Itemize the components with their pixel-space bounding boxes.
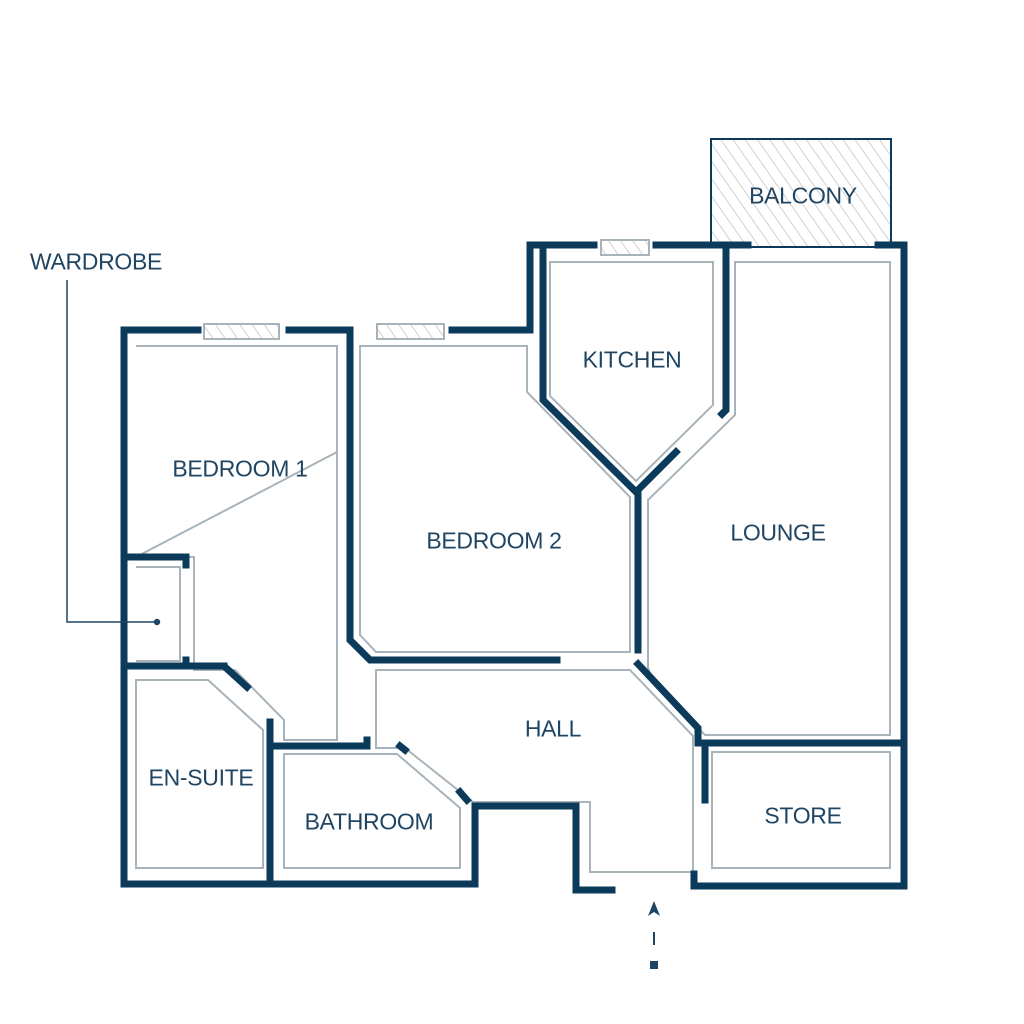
window-bedroom2 xyxy=(376,323,445,340)
label-bedroom2: BEDROOM 2 xyxy=(426,527,562,554)
balcony xyxy=(710,138,892,248)
label-ensuite: EN-SUITE xyxy=(148,764,254,791)
bedroom2-outline xyxy=(359,345,631,653)
label-wardrobe: WARDROBE xyxy=(29,248,163,275)
exterior-wall-left xyxy=(120,326,616,894)
dashed-arrow-up-icon xyxy=(648,901,660,969)
window-kitchen xyxy=(600,239,650,256)
window-bedroom1 xyxy=(203,323,280,340)
label-store: STORE xyxy=(764,802,842,829)
label-hall: HALL xyxy=(524,715,582,742)
store-outline xyxy=(711,751,891,869)
wardrobe-leader xyxy=(66,280,161,626)
wall-wardrobe-bottom xyxy=(120,656,252,692)
label-bathroom: BATHROOM xyxy=(304,808,434,835)
wall-bed1-closet xyxy=(120,553,190,569)
label-lounge: LOUNGE xyxy=(730,519,826,546)
ensuite-outline xyxy=(135,679,264,869)
label-bedroom1: BEDROOM 1 xyxy=(172,455,308,482)
wall-lounge-hall xyxy=(633,491,908,747)
wardrobe-outline xyxy=(136,566,181,662)
label-kitchen: KITCHEN xyxy=(582,346,682,373)
windows xyxy=(203,239,650,340)
label-balcony: BALCONY xyxy=(749,182,857,209)
wall-bathroom-door xyxy=(455,787,472,805)
wall-bathroom-top xyxy=(266,736,410,755)
wall-bedroom-divider xyxy=(346,329,561,664)
kitchen-outline xyxy=(549,261,714,483)
bathroom-outline xyxy=(283,753,461,869)
wall-kitchen-right xyxy=(717,246,730,419)
hall-outline xyxy=(375,669,694,873)
exterior-wall-top-bedroom2 xyxy=(448,241,598,334)
walls xyxy=(120,241,908,894)
wall-kitchen-left xyxy=(539,246,681,497)
exterior-wall-right xyxy=(690,241,908,890)
lounge-outline xyxy=(647,261,891,736)
